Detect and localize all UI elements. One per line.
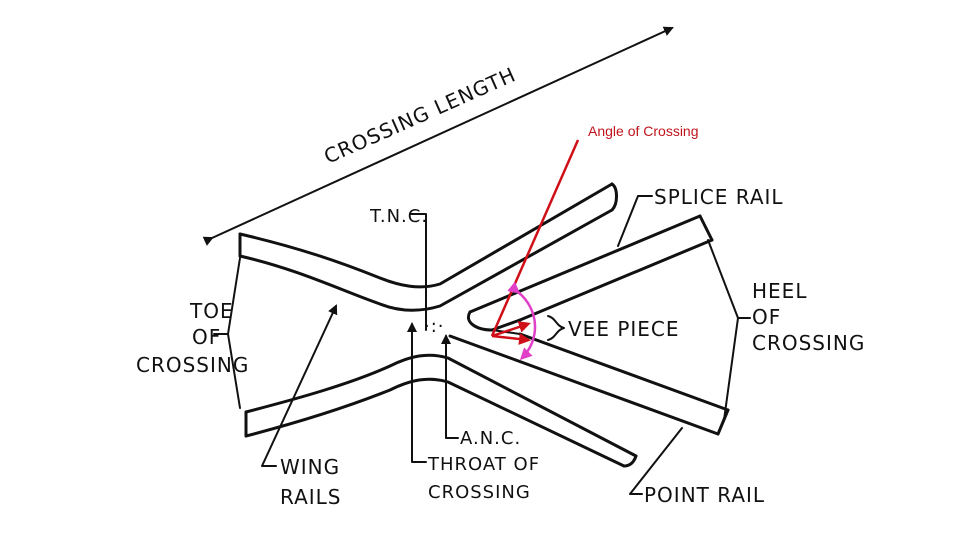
heel-label-line3: CROSSING	[752, 331, 865, 355]
wing-rail-lower-outer-edge	[244, 353, 638, 458]
splice-rail-inner-edge	[518, 238, 714, 322]
vee-piece-nose	[467, 310, 522, 332]
point-rail-leader	[629, 427, 683, 495]
tnc-label: T.N.C.	[369, 206, 428, 227]
splice-rail-leader	[617, 195, 653, 247]
toe-label-line2: OF	[192, 325, 221, 349]
toe-dimension-bracket	[227, 257, 241, 409]
wing-rail-upper-inner-edge	[238, 208, 614, 312]
angle-pointer-line	[490, 139, 580, 337]
crossing-length-dimension-line	[202, 26, 674, 246]
throat-label-line1: THROAT OF	[427, 454, 540, 475]
angle-of-crossing-label: Angle of Crossing	[588, 123, 699, 139]
splice-rail-outer-edge	[468, 214, 702, 314]
wing-rail-upper-end	[610, 182, 618, 212]
heel-label-line2: OF	[752, 305, 781, 329]
tnc-dots: ·:·	[424, 316, 445, 337]
vee-piece-brace	[547, 315, 565, 341]
crossing-length-label: CROSSING LENGTH	[320, 62, 519, 168]
heel-label-line1: HEEL	[752, 279, 807, 303]
wing-rails-label-line2: RAILS	[280, 485, 342, 509]
point-rail-inner-edge	[518, 332, 730, 412]
wing-rails-leader	[261, 304, 338, 467]
wing-rail-lower-inner-edge	[244, 377, 626, 468]
angle-arc	[507, 281, 537, 361]
splice-rail-label: SPLICE RAIL	[654, 185, 784, 209]
point-rail-outer-edge	[448, 334, 720, 436]
toe-label-line3: CROSSING	[136, 353, 249, 377]
point-rail-label: POINT RAIL	[644, 483, 765, 507]
wing-rail-lower-end	[622, 454, 638, 468]
angle-red-arrow-lower	[491, 333, 531, 345]
tnc-leader	[409, 213, 427, 331]
vee-piece-label: VEE PIECE	[568, 317, 680, 341]
anc-leader	[441, 334, 459, 439]
splice-rail-heel-end	[698, 214, 714, 242]
toe-label-line1: TOE	[189, 299, 234, 323]
throat-label-line2: CROSSING	[428, 482, 531, 503]
throat-leader	[407, 322, 427, 463]
point-rail-heel-end	[716, 408, 730, 436]
anc-label: A.N.C.	[460, 428, 521, 449]
wing-rails-label-line1: WING	[280, 455, 340, 479]
heel-dimension-bracket	[707, 239, 739, 421]
wing-rail-upper-outer-edge	[238, 182, 614, 289]
